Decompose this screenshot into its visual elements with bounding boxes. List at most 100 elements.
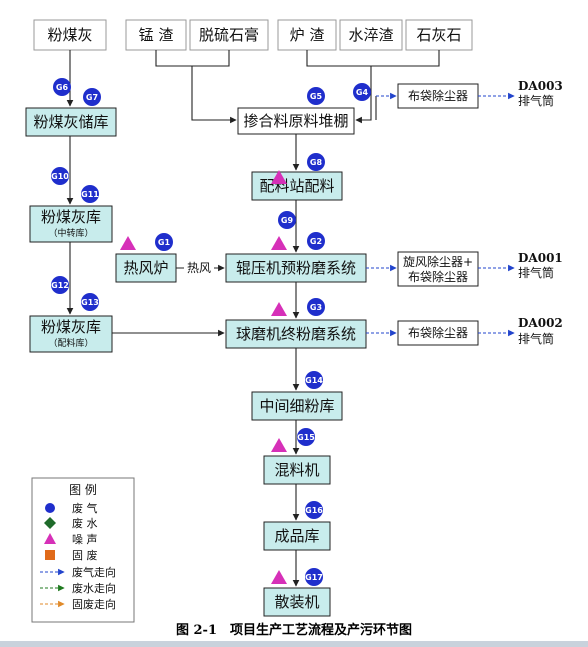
waste-gas-icon	[45, 503, 55, 513]
legend-solid-direction: 固废走向	[40, 597, 116, 611]
svg-text:G15: G15	[297, 433, 315, 442]
svg-text:G11: G11	[81, 190, 99, 199]
solid-waste-icon	[45, 550, 55, 560]
noise-icon	[271, 236, 287, 250]
da002-stack-label: 排气筒	[518, 331, 554, 346]
figure-caption: 图 2-1 项目生产工艺流程及产污环节图	[176, 622, 412, 638]
noise-icon	[271, 438, 287, 452]
svg-text:G5: G5	[310, 92, 323, 101]
svg-text:G10: G10	[51, 172, 69, 181]
svg-text:炉 渣: 炉 渣	[290, 26, 325, 44]
roller-press-system: 辊压机预粉磨系统	[225, 253, 367, 283]
hot-air-furnace: 热风炉	[115, 253, 177, 283]
hot-air-label-bg	[184, 261, 214, 274]
da003-stack-label: 排气筒	[518, 93, 554, 108]
noise-icon	[44, 533, 56, 544]
gas-marker-g3: G3	[307, 298, 325, 316]
svg-text:G17: G17	[305, 573, 323, 582]
svg-text:粉煤灰: 粉煤灰	[47, 26, 92, 44]
da003-label: DA003	[518, 79, 563, 93]
svg-text:G1: G1	[158, 238, 171, 247]
noise-icon	[120, 236, 136, 250]
svg-text:石灰石: 石灰石	[416, 26, 461, 44]
cyclone-bag-filter: 旋风除尘器+ 布袋除尘器	[397, 251, 479, 287]
legend-solid-waste: 固 废	[45, 548, 98, 562]
svg-text:掺合料原料堆棚: 掺合料原料堆棚	[243, 112, 348, 130]
legend-water-direction: 废水走向	[40, 581, 116, 595]
bag-filter-bottom: 布袋除尘器	[397, 320, 479, 346]
svg-text:中间细粉库: 中间细粉库	[259, 397, 334, 415]
da002-label: DA002	[518, 316, 563, 330]
svg-text:成品库: 成品库	[274, 527, 319, 545]
gas-marker-g5: G5	[307, 87, 325, 105]
svg-text:（配料库）: （配料库）	[48, 337, 93, 349]
svg-text:固 废: 固 废	[72, 548, 98, 562]
product-silo: 成品库	[263, 521, 331, 551]
da001-label: DA001	[518, 251, 563, 265]
svg-text:脱硫石膏: 脱硫石膏	[199, 26, 259, 44]
legend-waste-water: 废 水	[44, 516, 98, 530]
svg-text:G4: G4	[356, 88, 369, 97]
intermediate-fine-powder-silo: 中间细粉库	[251, 391, 343, 421]
svg-text:G3: G3	[310, 303, 322, 312]
svg-text:布袋除尘器: 布袋除尘器	[408, 88, 468, 103]
svg-text:（中转库）: （中转库）	[48, 227, 93, 239]
svg-text:锰 渣: 锰 渣	[139, 26, 174, 44]
gas-marker-g9: G9	[278, 211, 296, 229]
svg-text:旋风除尘器+: 旋风除尘器+	[403, 254, 473, 269]
flow-right-materials-to-shed	[355, 66, 372, 124]
mixed-material-shed: 掺合料原料堆棚	[237, 107, 355, 135]
legend-waste-gas: 废 气	[45, 501, 98, 515]
gas-marker-g13: G13	[81, 293, 99, 311]
batching-station: 配料站配料	[251, 171, 343, 201]
noise-icon	[271, 570, 287, 584]
svg-text:热风炉: 热风炉	[123, 259, 168, 277]
svg-text:G13: G13	[81, 298, 99, 307]
flow-bracket-right	[306, 50, 440, 67]
svg-text:G16: G16	[305, 506, 323, 515]
svg-text:混料机: 混料机	[274, 461, 319, 479]
legend-title: 图 例	[69, 483, 97, 497]
gas-marker-g16: G16	[305, 501, 323, 519]
svg-text:球磨机终粉磨系统: 球磨机终粉磨系统	[236, 325, 356, 343]
ball-mill-system: 球磨机终粉磨系统	[225, 319, 367, 349]
fly-ash-silo-transfer: 粉煤灰库 （中转库）	[29, 205, 113, 243]
svg-text:G9: G9	[281, 216, 294, 225]
svg-text:配料站配料: 配料站配料	[259, 177, 334, 195]
gas-marker-g14: G14	[305, 371, 323, 389]
gas-marker-g15: G15	[297, 428, 315, 446]
svg-text:废气走向: 废气走向	[72, 565, 116, 579]
svg-text:辊压机预粉磨系统: 辊压机预粉磨系统	[236, 259, 356, 277]
svg-text:G12: G12	[51, 281, 69, 290]
legend-gas-direction: 废气走向	[40, 565, 116, 579]
svg-text:G7: G7	[86, 93, 98, 102]
svg-text:粉煤灰库: 粉煤灰库	[41, 318, 101, 336]
svg-text:粉煤灰储库: 粉煤灰储库	[33, 113, 108, 131]
hot-air-label: 热风	[187, 261, 211, 275]
gas-marker-g6: G6	[53, 78, 71, 96]
svg-text:G14: G14	[305, 376, 323, 385]
legend: 图 例 废 气 废 水 噪 声 固 废 废气走向 废水走向 固废走向	[31, 477, 135, 623]
raw-manganese-slag: 锰 渣	[125, 19, 187, 51]
svg-text:水淬渣: 水淬渣	[348, 26, 393, 44]
gas-marker-g8: G8	[307, 153, 325, 171]
flow-left-materials-to-shed	[191, 66, 237, 124]
raw-furnace-slag: 炉 渣	[277, 19, 337, 51]
svg-text:布袋除尘器: 布袋除尘器	[408, 269, 468, 284]
svg-text:G8: G8	[310, 158, 323, 167]
waste-water-icon	[44, 517, 56, 529]
gas-marker-g17: G17	[305, 568, 323, 586]
bulk-loader: 散装机	[263, 587, 331, 617]
svg-text:布袋除尘器: 布袋除尘器	[408, 325, 468, 340]
raw-desulfurization-gypsum: 脱硫石膏	[189, 19, 269, 51]
gas-marker-g2: G2	[307, 232, 325, 250]
gas-marker-g1: G1	[155, 233, 173, 251]
svg-text:废 气: 废 气	[72, 501, 98, 515]
raw-limestone: 石灰石	[405, 19, 473, 51]
bottom-strip	[0, 641, 588, 647]
svg-text:废水走向: 废水走向	[72, 581, 116, 595]
raw-water-quenched-slag: 水淬渣	[339, 19, 403, 51]
flow-bracket-left	[155, 50, 230, 67]
svg-text:废 水: 废 水	[72, 516, 98, 530]
fly-ash-silo-batch: 粉煤灰库 （配料库）	[29, 315, 113, 353]
